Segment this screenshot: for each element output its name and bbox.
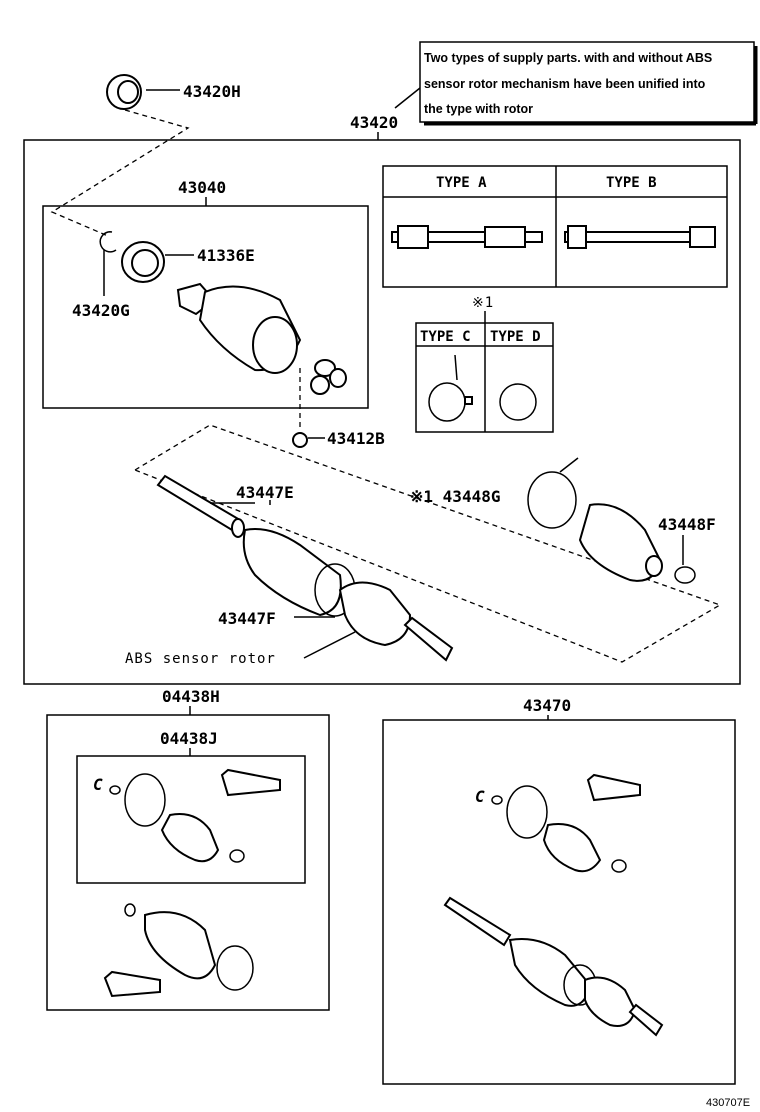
label-43470: 43470	[523, 696, 571, 715]
type-ab-table: TYPE A TYPE B	[382, 165, 728, 288]
part-43448G[interactable]: ※1 43448G	[410, 457, 579, 529]
kit-04438J-box	[76, 755, 306, 884]
note-line-2: sensor rotor mechanism have been unified…	[424, 77, 706, 91]
label-43447F: 43447F	[218, 609, 276, 628]
clip-icon: C	[93, 775, 103, 794]
label-43420: 43420	[350, 113, 398, 132]
leader-dashed	[50, 109, 190, 237]
clamp-type-c-icon	[428, 354, 473, 422]
clip-icon-2: C	[475, 787, 485, 806]
boot-kit-region	[133, 424, 722, 663]
label-04438J: 04438J	[160, 729, 218, 748]
shaft-type-a-icon	[391, 225, 543, 249]
note-line-1: Two types of supply parts. with and with…	[424, 51, 712, 65]
part-43420G[interactable]: 43420G	[72, 231, 130, 320]
boot-43448[interactable]	[578, 503, 663, 582]
label-43412B: 43412B	[327, 429, 385, 448]
shaft-type-b-icon	[564, 225, 716, 249]
kit-04438H-parts[interactable]	[103, 903, 254, 998]
label-04438H: 04438H	[162, 687, 220, 706]
part-43448F[interactable]: 43448F	[658, 515, 716, 584]
label-43447E: 43447E	[236, 483, 294, 502]
part-43412B[interactable]: 43412B	[292, 429, 385, 448]
assembly-43470-parts[interactable]: C	[443, 773, 664, 1037]
figure-id: 430707E	[706, 1097, 750, 1109]
outboard-joint[interactable]	[176, 282, 347, 430]
type-d-header: TYPE D	[490, 329, 541, 345]
ref-mark-1: ※1	[472, 295, 494, 311]
label-43448G: ※1 43448G	[410, 487, 500, 506]
clamp-type-d-icon	[499, 383, 537, 421]
label-41336E: 41336E	[197, 246, 255, 265]
note-line-3: the type with rotor	[424, 102, 533, 116]
part-43420H[interactable]: 43420H	[106, 74, 241, 110]
assembly-43420-box	[23, 139, 741, 685]
type-cd-table: TYPE C TYPE D	[415, 322, 554, 433]
assembly-43040-box	[42, 205, 369, 409]
drive-shaft[interactable]: 43447E 43447F ABS sensor rotor	[125, 474, 454, 667]
kit-04438H-box	[46, 714, 330, 1011]
type-b-header: TYPE B	[606, 175, 657, 191]
note-box: Two types of supply parts. with and with…	[394, 41, 758, 126]
label-abs-sensor-rotor: ABS sensor rotor	[125, 651, 276, 667]
assembly-43470-box	[382, 719, 736, 1085]
type-a-header: TYPE A	[436, 175, 487, 191]
part-41336E[interactable]: 41336E	[121, 241, 255, 283]
label-43420H: 43420H	[183, 82, 241, 101]
label-43420G: 43420G	[72, 301, 130, 320]
type-c-header: TYPE C	[420, 329, 471, 345]
label-43448F: 43448F	[658, 515, 716, 534]
kit-04438J-parts[interactable]: C	[93, 768, 281, 863]
label-43040: 43040	[178, 178, 226, 197]
